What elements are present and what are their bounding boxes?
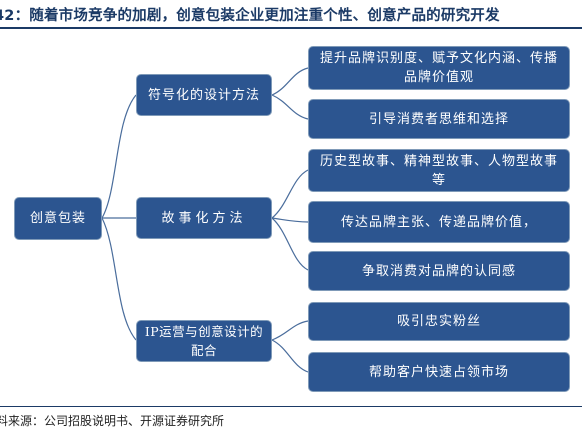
connector-branch-2-leaf-3: [271, 217, 309, 271]
leaf-node-label: 引导消费者思维和选择: [368, 111, 509, 127]
root-node-label: 创意包装: [29, 211, 86, 226]
connector-root-branch-1: [101, 94, 137, 219]
leaf-node-attract-fans: 吸引忠实粉丝: [308, 302, 570, 341]
branch-node-label: 符号化的设计方法: [147, 87, 260, 103]
connector-branch-3-leaf-2: [271, 339, 309, 373]
branch-node-storytelling: 故事化方法: [136, 197, 272, 239]
figure-title: 42：随着市场竞争的加剧，创意包装企业更加注重个性、创意产品的研究开发: [0, 8, 500, 24]
branch-node-label: IP运营与创意设计的配合: [144, 324, 264, 358]
connector-branch-1-leaf-2: [271, 94, 309, 120]
leaf-node-label: 传达品牌主张、传递品牌价值，: [340, 214, 537, 230]
leaf-node-label: 帮助客户快速占领市场: [368, 364, 509, 380]
leaf-node-story-types: 历史型故事、精神型故事、人物型故事等: [308, 149, 570, 192]
leaf-node-guide-consumers: 引导消费者思维和选择: [308, 99, 570, 139]
connector-branch-1-leaf-1: [271, 67, 309, 96]
connector-root-branch-3: [101, 217, 137, 341]
leaf-node-label: 历史型故事、精神型故事、人物型故事等: [319, 153, 558, 188]
leaf-node-label: 提升品牌识别度、赋予文化内涵、传播品牌价值观: [319, 51, 558, 85]
branch-node-symbolic: 符号化的设计方法: [136, 74, 272, 116]
branch-node-label: 故事化方法: [161, 210, 247, 226]
title-divider: [0, 27, 582, 29]
source-divider: [0, 406, 582, 407]
root-node: 创意包装: [14, 197, 102, 240]
leaf-node-brand-recognition: 提升品牌识别度、赋予文化内涵、传播品牌价值观: [308, 46, 570, 90]
branch-node-ip-operation: IP运营与创意设计的配合: [136, 320, 272, 362]
leaf-node-win-recognition: 争取消费对品牌的认同感: [308, 251, 570, 291]
connector-branch-2-leaf-2: [271, 217, 309, 223]
leaf-node-label: 吸引忠实粉丝: [396, 314, 481, 329]
leaf-node-occupy-market: 帮助客户快速占领市场: [308, 352, 570, 392]
connector-branch-2-leaf-1: [271, 169, 309, 219]
source-note: 料来源：公司招股说明书、开源证券研究所: [0, 414, 225, 428]
leaf-node-label: 争取消费对品牌的认同感: [361, 263, 516, 279]
connector-branch-3-leaf-1: [271, 320, 309, 341]
leaf-node-convey-brand-value: 传达品牌主张、传递品牌价值，: [308, 201, 570, 243]
